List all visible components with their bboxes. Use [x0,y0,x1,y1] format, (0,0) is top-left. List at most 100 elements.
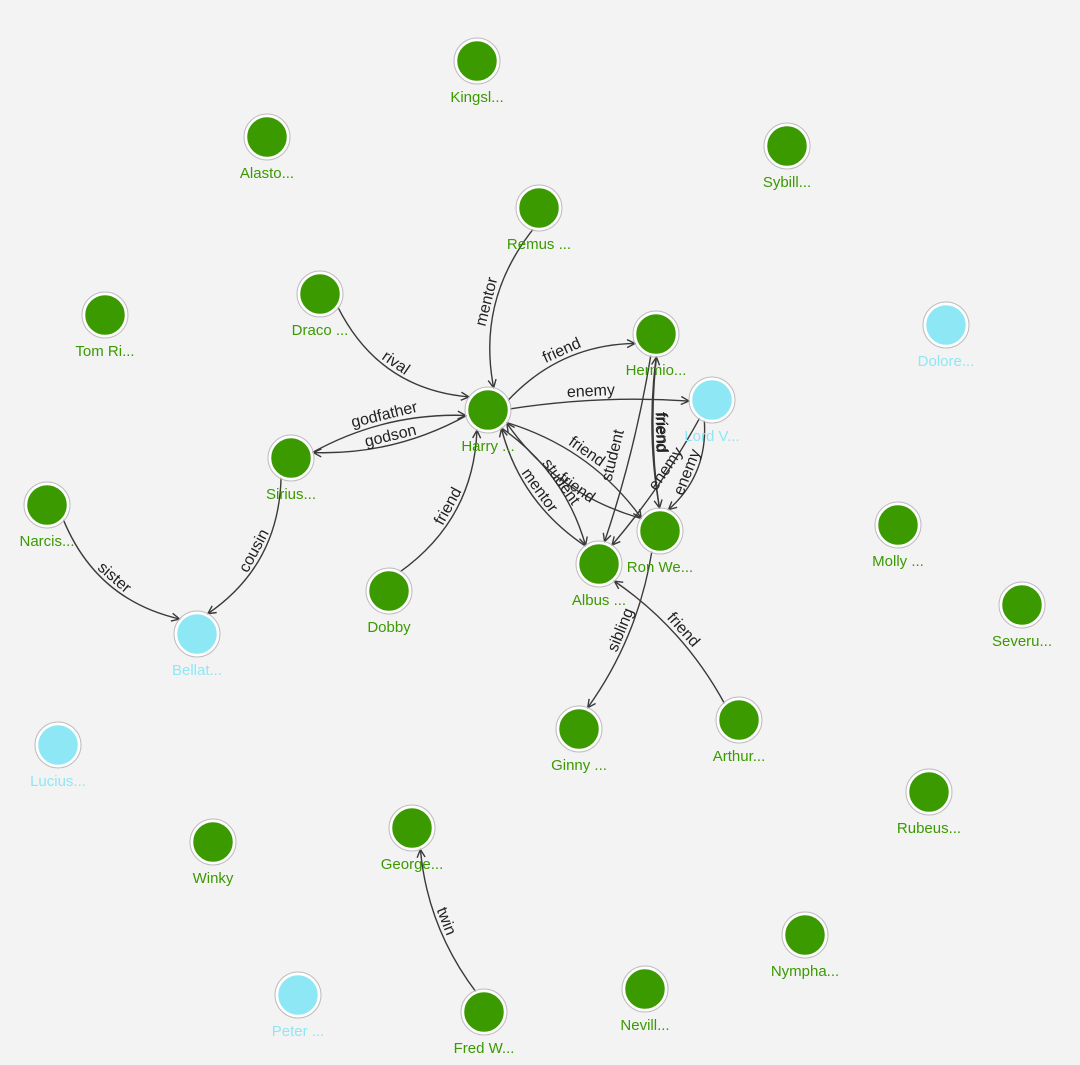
edge-sirius-to-harry[interactable] [311,415,465,454]
edge-ron-to-hermione[interactable] [653,357,661,511]
node-circle[interactable] [389,805,435,851]
edge-label: friend [653,413,671,453]
node-rubeus[interactable]: Rubeus... [897,768,961,837]
node-circle[interactable] [454,38,500,84]
node-voldemort[interactable]: Lord V... [684,376,740,445]
node-albus[interactable]: Albus ... [572,540,626,609]
node-george[interactable]: George... [381,804,444,873]
node-label: Kingsl... [450,89,503,106]
edge-dobby-to-harry[interactable] [398,430,477,574]
edge-harry-to-sirius[interactable] [313,414,468,453]
node-label: Peter ... [272,1023,325,1040]
node-label: Bellat... [172,662,222,679]
node-label: Winky [193,870,234,887]
node-label: Dobby [367,619,411,636]
node-circle[interactable] [24,482,70,528]
node-circle[interactable] [556,706,602,752]
node-alastor[interactable]: Alasto... [240,113,294,182]
node-tom[interactable]: Tom Ri... [75,291,135,360]
edge-ron-to-ginny[interactable] [588,550,653,707]
edge-sirius-to-bellatrix[interactable] [208,476,282,614]
edge-label: friend [652,412,670,452]
node-circle[interactable] [174,611,220,657]
node-neville[interactable]: Nevill... [620,965,670,1034]
node-circle[interactable] [244,114,290,160]
node-ring [23,481,71,529]
node-severus[interactable]: Severu... [992,581,1052,650]
node-ron[interactable]: Ron We... [627,507,693,576]
node-narcissa[interactable]: Narcis... [19,481,75,550]
node-sybill[interactable]: Sybill... [763,122,811,191]
edge-harry-to-hermione[interactable] [506,343,635,402]
node-circle[interactable] [875,502,921,548]
node-circle[interactable] [275,972,321,1018]
node-draco[interactable]: Draco ... [292,270,349,339]
node-remus[interactable]: Remus ... [507,184,571,253]
edge-harry-to-voldemort[interactable] [508,399,689,410]
edge-narcissa-to-bellatrix[interactable] [62,518,180,619]
node-kingsley[interactable]: Kingsl... [450,37,504,106]
node-winky[interactable]: Winky [189,818,237,887]
edge-fred-to-george[interactable] [420,849,477,993]
node-ginny[interactable]: Ginny ... [551,705,607,774]
edge-harry-to-albus[interactable] [499,426,585,545]
edge-albus-to-harry[interactable] [501,429,588,548]
edge-voldemort-to-ron[interactable] [668,419,706,510]
node-fred[interactable]: Fred W... [454,988,515,1057]
node-peter[interactable]: Peter ... [272,971,325,1040]
node-ring [998,581,1046,629]
edge-arthur-to-albus[interactable] [614,581,726,705]
node-ring [365,567,413,615]
node-dobby[interactable]: Dobby [365,567,413,636]
edge-draco-to-harry[interactable] [336,305,469,397]
node-circle[interactable] [764,123,810,169]
node-circle[interactable] [906,769,952,815]
node-circle[interactable] [633,311,679,357]
node-hermione[interactable]: Hermio... [626,310,687,379]
node-label: Albus ... [572,592,626,609]
edge-harry-to-ron[interactable] [504,421,641,518]
node-lucius[interactable]: Lucius... [30,721,86,790]
node-label: Sirius... [266,486,316,503]
node-ring [515,184,563,232]
node-label: Lord V... [684,428,739,445]
node-ring [763,122,811,170]
node-circle[interactable] [461,989,507,1035]
edge-ron-to-harry[interactable] [507,423,644,520]
node-molly[interactable]: Molly ... [872,501,924,570]
node-dolores[interactable]: Dolore... [918,301,975,370]
node-circle[interactable] [516,185,562,231]
node-circle[interactable] [637,508,683,554]
node-ring [453,37,501,85]
edge-hermione-to-albus[interactable] [605,354,652,541]
node-circle[interactable] [999,582,1045,628]
node-circle[interactable] [716,697,762,743]
edge-voldemort-to-albus[interactable] [612,416,701,545]
node-circle[interactable] [82,292,128,338]
node-ring [636,507,684,555]
node-circle[interactable] [297,271,343,317]
node-circle[interactable] [190,819,236,865]
node-ring [632,310,680,358]
node-circle[interactable] [782,912,828,958]
node-circle[interactable] [35,722,81,768]
node-label: Lucius... [30,773,86,790]
node-circle[interactable] [923,302,969,348]
node-circle[interactable] [366,568,412,614]
node-circle[interactable] [465,387,511,433]
node-sirius[interactable]: Sirius... [266,434,316,503]
node-arthur[interactable]: Arthur... [713,696,766,765]
node-circle[interactable] [576,541,622,587]
node-ring [922,301,970,349]
node-circle[interactable] [689,377,735,423]
node-nymphadora[interactable]: Nympha... [771,911,839,980]
node-circle[interactable] [268,435,314,481]
node-label: Molly ... [872,553,924,570]
node-circle[interactable] [622,966,668,1012]
edge-remus-to-harry[interactable] [490,227,535,387]
node-ring [555,705,603,753]
node-harry[interactable]: Harry ... [461,386,515,455]
node-ring [34,721,82,769]
node-bellatrix[interactable]: Bellat... [172,610,222,679]
